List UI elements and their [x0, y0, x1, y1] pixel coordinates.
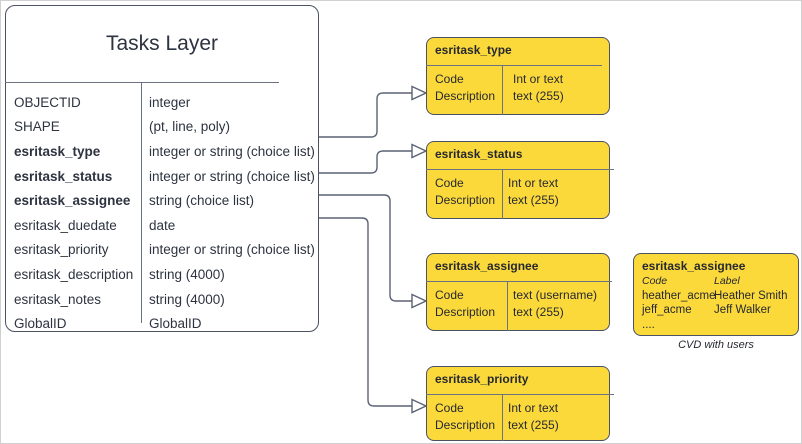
field-name: esritask_assignee: [14, 193, 131, 209]
arrowhead-esritask-assignee: [411, 293, 428, 309]
domain-code-type: Int or text: [513, 72, 564, 86]
cvd-box-esritask-assignee[interactable]: esritask_assignee Code Label heather_acm…: [633, 253, 799, 336]
domain-code-text: Code: [435, 288, 464, 302]
field-name: OBJECTID: [14, 94, 81, 110]
field-list: OBJECTID integer SHAPE (pt, line, poly) …: [6, 90, 318, 336]
field-type: GlobalID: [149, 316, 202, 332]
cvd-header-code: Code: [642, 275, 668, 287]
domain-code-text: Code: [435, 176, 464, 190]
cvd-title: esritask_assignee: [642, 259, 746, 273]
column-divider: [141, 82, 142, 323]
field-type: integer: [149, 94, 191, 110]
field-name: esritask_priority: [14, 242, 109, 258]
list-item[interactable]: ....: [642, 318, 790, 333]
field-name: esritask_description: [14, 266, 134, 282]
field-name: esritask_notes: [14, 291, 102, 307]
field-name: SHAPE: [14, 119, 60, 135]
cvd-header-label: Label: [714, 275, 740, 287]
table-row[interactable]: OBJECTID integer: [6, 90, 318, 115]
field-type: integer or string (choice list): [149, 143, 315, 159]
domain-title: esritask_status: [435, 147, 523, 161]
domain-description-type: text (255): [508, 417, 559, 432]
domain-code-type: Int or text: [508, 401, 559, 415]
column-divider: [507, 281, 508, 331]
header-divider: [426, 281, 612, 282]
cvd-header-row: Code Label: [642, 274, 790, 289]
field-type: integer or string (choice list): [149, 168, 315, 184]
domain-title: esritask_type: [435, 43, 512, 57]
domain-description-type: text (255): [513, 88, 564, 103]
cvd-code: jeff_acme: [642, 304, 692, 316]
connector-esritask-assignee: [319, 194, 412, 302]
field-type: (pt, line, poly): [149, 119, 231, 135]
field-name: esritask_type: [14, 143, 101, 159]
domain-description-text: Description: [435, 88, 496, 103]
header-divider: [426, 65, 602, 66]
connector-esritask-type: [319, 92, 412, 138]
table-row[interactable]: esritask_notes string (4000): [6, 287, 318, 312]
cvd-label: Jeff Walker: [714, 304, 771, 316]
domain-box-esritask-assignee[interactable]: esritask_assignee Code Description text …: [426, 253, 612, 331]
field-type: date: [149, 217, 176, 233]
table-row[interactable]: SHAPE (pt, line, poly): [6, 115, 318, 140]
domain-code-type: text (username): [513, 288, 598, 302]
domain-type-label: text (username) text (255): [513, 287, 597, 320]
field-type: string (4000): [149, 291, 225, 307]
header-divider: [426, 394, 614, 395]
entity-tasks-layer[interactable]: Tasks Layer OBJECTID integer SHAPE (pt, …: [5, 5, 319, 332]
domain-code-type: Int or text: [508, 176, 559, 190]
table-row[interactable]: GlobalID GlobalID: [6, 311, 318, 336]
header-divider: [5, 82, 279, 83]
cvd-label: [714, 318, 790, 333]
domain-title: esritask_assignee: [435, 259, 539, 273]
connector-esritask-priority: [319, 217, 412, 407]
domain-code-text: Code: [435, 401, 464, 415]
domain-code-label: Code Description: [435, 287, 495, 320]
field-name: esritask_status: [14, 168, 113, 184]
table-row[interactable]: esritask_description string (4000): [6, 262, 318, 287]
domain-title: esritask_priority: [435, 372, 529, 386]
domain-code-label: Code Description: [435, 175, 495, 208]
domain-code-label: Code Description: [435, 400, 495, 433]
domain-code-label: Code Description: [435, 71, 495, 104]
list-item[interactable]: jeff_acme Jeff Walker: [642, 303, 790, 318]
domain-description-type: text (255): [513, 304, 564, 319]
field-type: integer or string (choice list): [149, 242, 315, 258]
connector-esritask-status: [319, 150, 412, 174]
domain-box-esritask-type[interactable]: esritask_type Code Description Int or te…: [426, 37, 610, 115]
field-type: string (choice list): [149, 193, 255, 209]
domain-description-text: Description: [435, 304, 496, 319]
domain-description-text: Description: [435, 192, 496, 207]
cvd-code: heather_acme: [642, 289, 716, 302]
domain-box-esritask-status[interactable]: esritask_status Code Description Int or …: [426, 141, 614, 219]
header-divider: [426, 169, 614, 170]
field-name: GlobalID: [14, 316, 67, 332]
arrowhead-esritask-status: [411, 143, 428, 159]
domain-box-esritask-priority[interactable]: esritask_priority Code Description Int o…: [426, 366, 614, 441]
domain-description-type: text (255): [508, 192, 559, 207]
list-item[interactable]: heather_acme Heather Smith: [642, 289, 790, 304]
domain-type-label: Int or text text (255): [513, 71, 564, 104]
domain-description-text: Description: [435, 417, 496, 432]
column-divider: [502, 65, 503, 115]
table-row[interactable]: esritask_type integer or string (choice …: [6, 139, 318, 164]
page-title: Tasks Layer: [105, 32, 219, 55]
domain-code-text: Code: [435, 72, 464, 86]
cvd-code: ....: [642, 318, 655, 331]
table-row[interactable]: esritask_priority integer or string (cho…: [6, 238, 318, 263]
column-divider: [502, 169, 503, 219]
column-divider: [502, 394, 503, 441]
domain-type-label: Int or text text (255): [508, 175, 559, 208]
arrowhead-esritask-priority: [411, 398, 428, 414]
cvd-label: Heather Smith: [714, 289, 788, 302]
field-type: string (4000): [149, 266, 225, 282]
table-row[interactable]: esritask_status integer or string (choic…: [6, 164, 318, 189]
domain-type-label: Int or text text (255): [508, 400, 559, 433]
table-row[interactable]: esritask_assignee string (choice list): [6, 188, 318, 213]
cvd-caption: CVD with users: [678, 339, 754, 351]
field-name: esritask_duedate: [14, 217, 117, 233]
arrowhead-esritask-type: [411, 85, 428, 101]
table-row[interactable]: esritask_duedate date: [6, 213, 318, 238]
